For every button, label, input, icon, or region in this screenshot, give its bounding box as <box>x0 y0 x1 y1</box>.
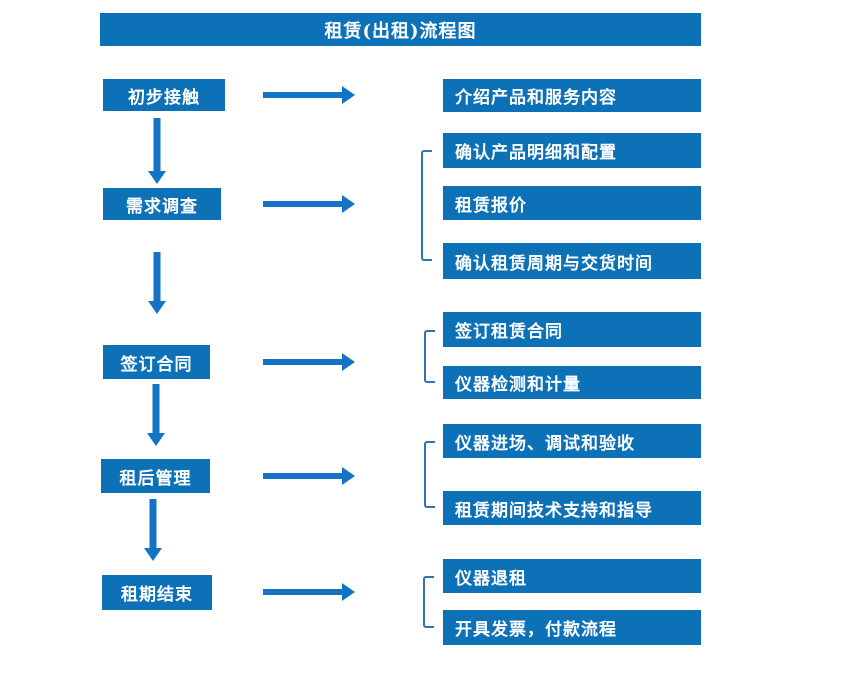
down-arrow-1 <box>147 118 167 184</box>
arrow-head-icon <box>148 171 166 184</box>
arrow-shaft <box>263 92 344 98</box>
arrow-head-icon <box>342 583 355 601</box>
arrow-head-icon <box>147 433 165 446</box>
arrow-shaft <box>263 473 344 479</box>
arrow-head-icon <box>342 467 355 485</box>
arrow-head-icon <box>342 86 355 104</box>
arrow-head-icon <box>148 301 166 314</box>
flow-detail-rental-quote: 租赁报价 <box>443 186 701 220</box>
flow-step-rental-end: 租期结束 <box>102 575 212 610</box>
arrow-shaft <box>263 589 344 595</box>
flow-step-initial-contact: 初步接触 <box>103 79 225 111</box>
right-arrow-4 <box>263 466 355 486</box>
flow-detail-confirm-product-config: 确认产品明细和配置 <box>443 133 701 168</box>
flow-detail-confirm-period-delivery: 确认租赁周期与交货时间 <box>443 243 701 279</box>
group-bracket-4 <box>424 441 435 508</box>
arrow-head-icon <box>342 195 355 213</box>
arrow-shaft <box>263 359 344 365</box>
arrow-head-icon <box>342 353 355 371</box>
down-arrow-4 <box>143 499 163 561</box>
flow-detail-invoice-payment: 开具发票，付款流程 <box>443 610 701 645</box>
arrow-shaft <box>152 384 160 435</box>
right-arrow-2 <box>263 194 355 214</box>
flow-detail-instrument-testing: 仪器检测和计量 <box>443 366 701 399</box>
arrow-shaft <box>149 499 157 550</box>
group-bracket-5 <box>423 576 434 628</box>
flow-detail-tech-support: 租赁期间技术支持和指导 <box>443 491 701 525</box>
flow-step-demand-survey: 需求调查 <box>103 188 221 220</box>
flow-detail-sign-rental-contract: 签订租赁合同 <box>443 312 701 347</box>
arrow-shaft <box>153 118 161 173</box>
flowchart-title: 租赁(出租)流程图 <box>100 13 701 46</box>
flow-step-post-rental-management: 租后管理 <box>101 459 210 493</box>
right-arrow-5 <box>263 582 355 602</box>
arrow-shaft <box>263 201 344 207</box>
arrow-head-icon <box>144 548 162 561</box>
flow-step-sign-contract: 签订合同 <box>103 345 210 379</box>
flow-detail-instrument-return: 仪器退租 <box>443 559 701 593</box>
group-bracket-3 <box>424 330 435 383</box>
right-arrow-1 <box>263 85 355 105</box>
flow-detail-instrument-setup-acceptance: 仪器进场、调试和验收 <box>443 424 701 458</box>
down-arrow-3 <box>146 384 166 446</box>
right-arrow-3 <box>263 352 355 372</box>
flow-detail-introduce-products: 介绍产品和服务内容 <box>443 79 701 112</box>
down-arrow-2 <box>147 252 167 314</box>
arrow-shaft <box>153 252 161 303</box>
group-bracket-2 <box>421 150 432 261</box>
